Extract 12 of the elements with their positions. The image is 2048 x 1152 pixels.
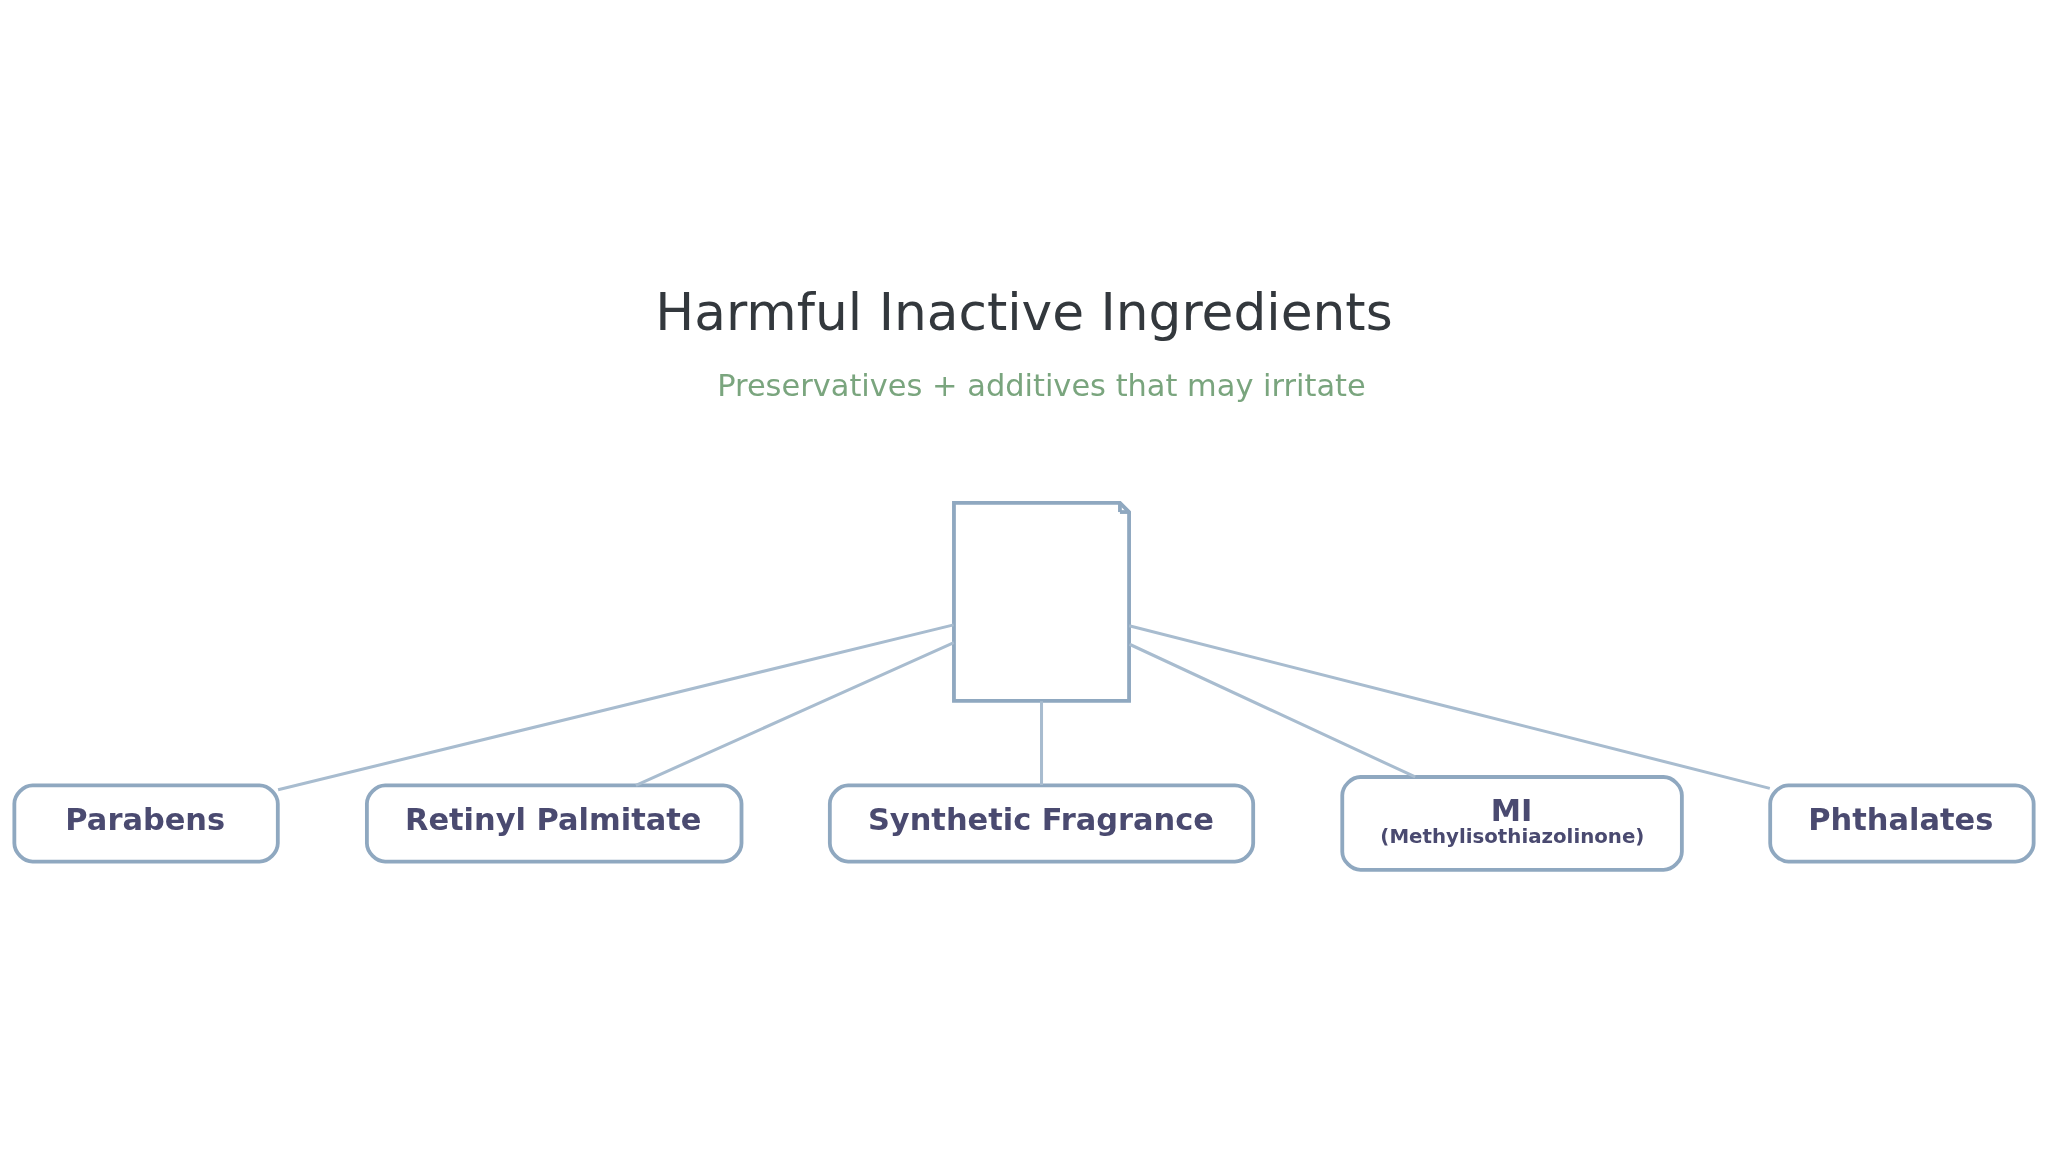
connector xyxy=(1128,624,1771,790)
connector xyxy=(1040,701,1044,785)
node-box: MI (Methylisothiazolinone) xyxy=(1340,775,1684,872)
connector xyxy=(635,641,955,787)
diagram-title: Harmful Inactive Ingredients xyxy=(655,281,1393,342)
node-box: Phthalates xyxy=(1768,783,2036,864)
label: Preservatives + additives that may irritate xyxy=(717,368,1366,404)
connector xyxy=(277,623,954,792)
node-box: Synthetic Fragrance xyxy=(827,783,1256,864)
node-box: Parabens xyxy=(12,783,280,864)
node-box: Retinyl Palmitate xyxy=(365,783,744,864)
connector xyxy=(1128,642,1416,779)
